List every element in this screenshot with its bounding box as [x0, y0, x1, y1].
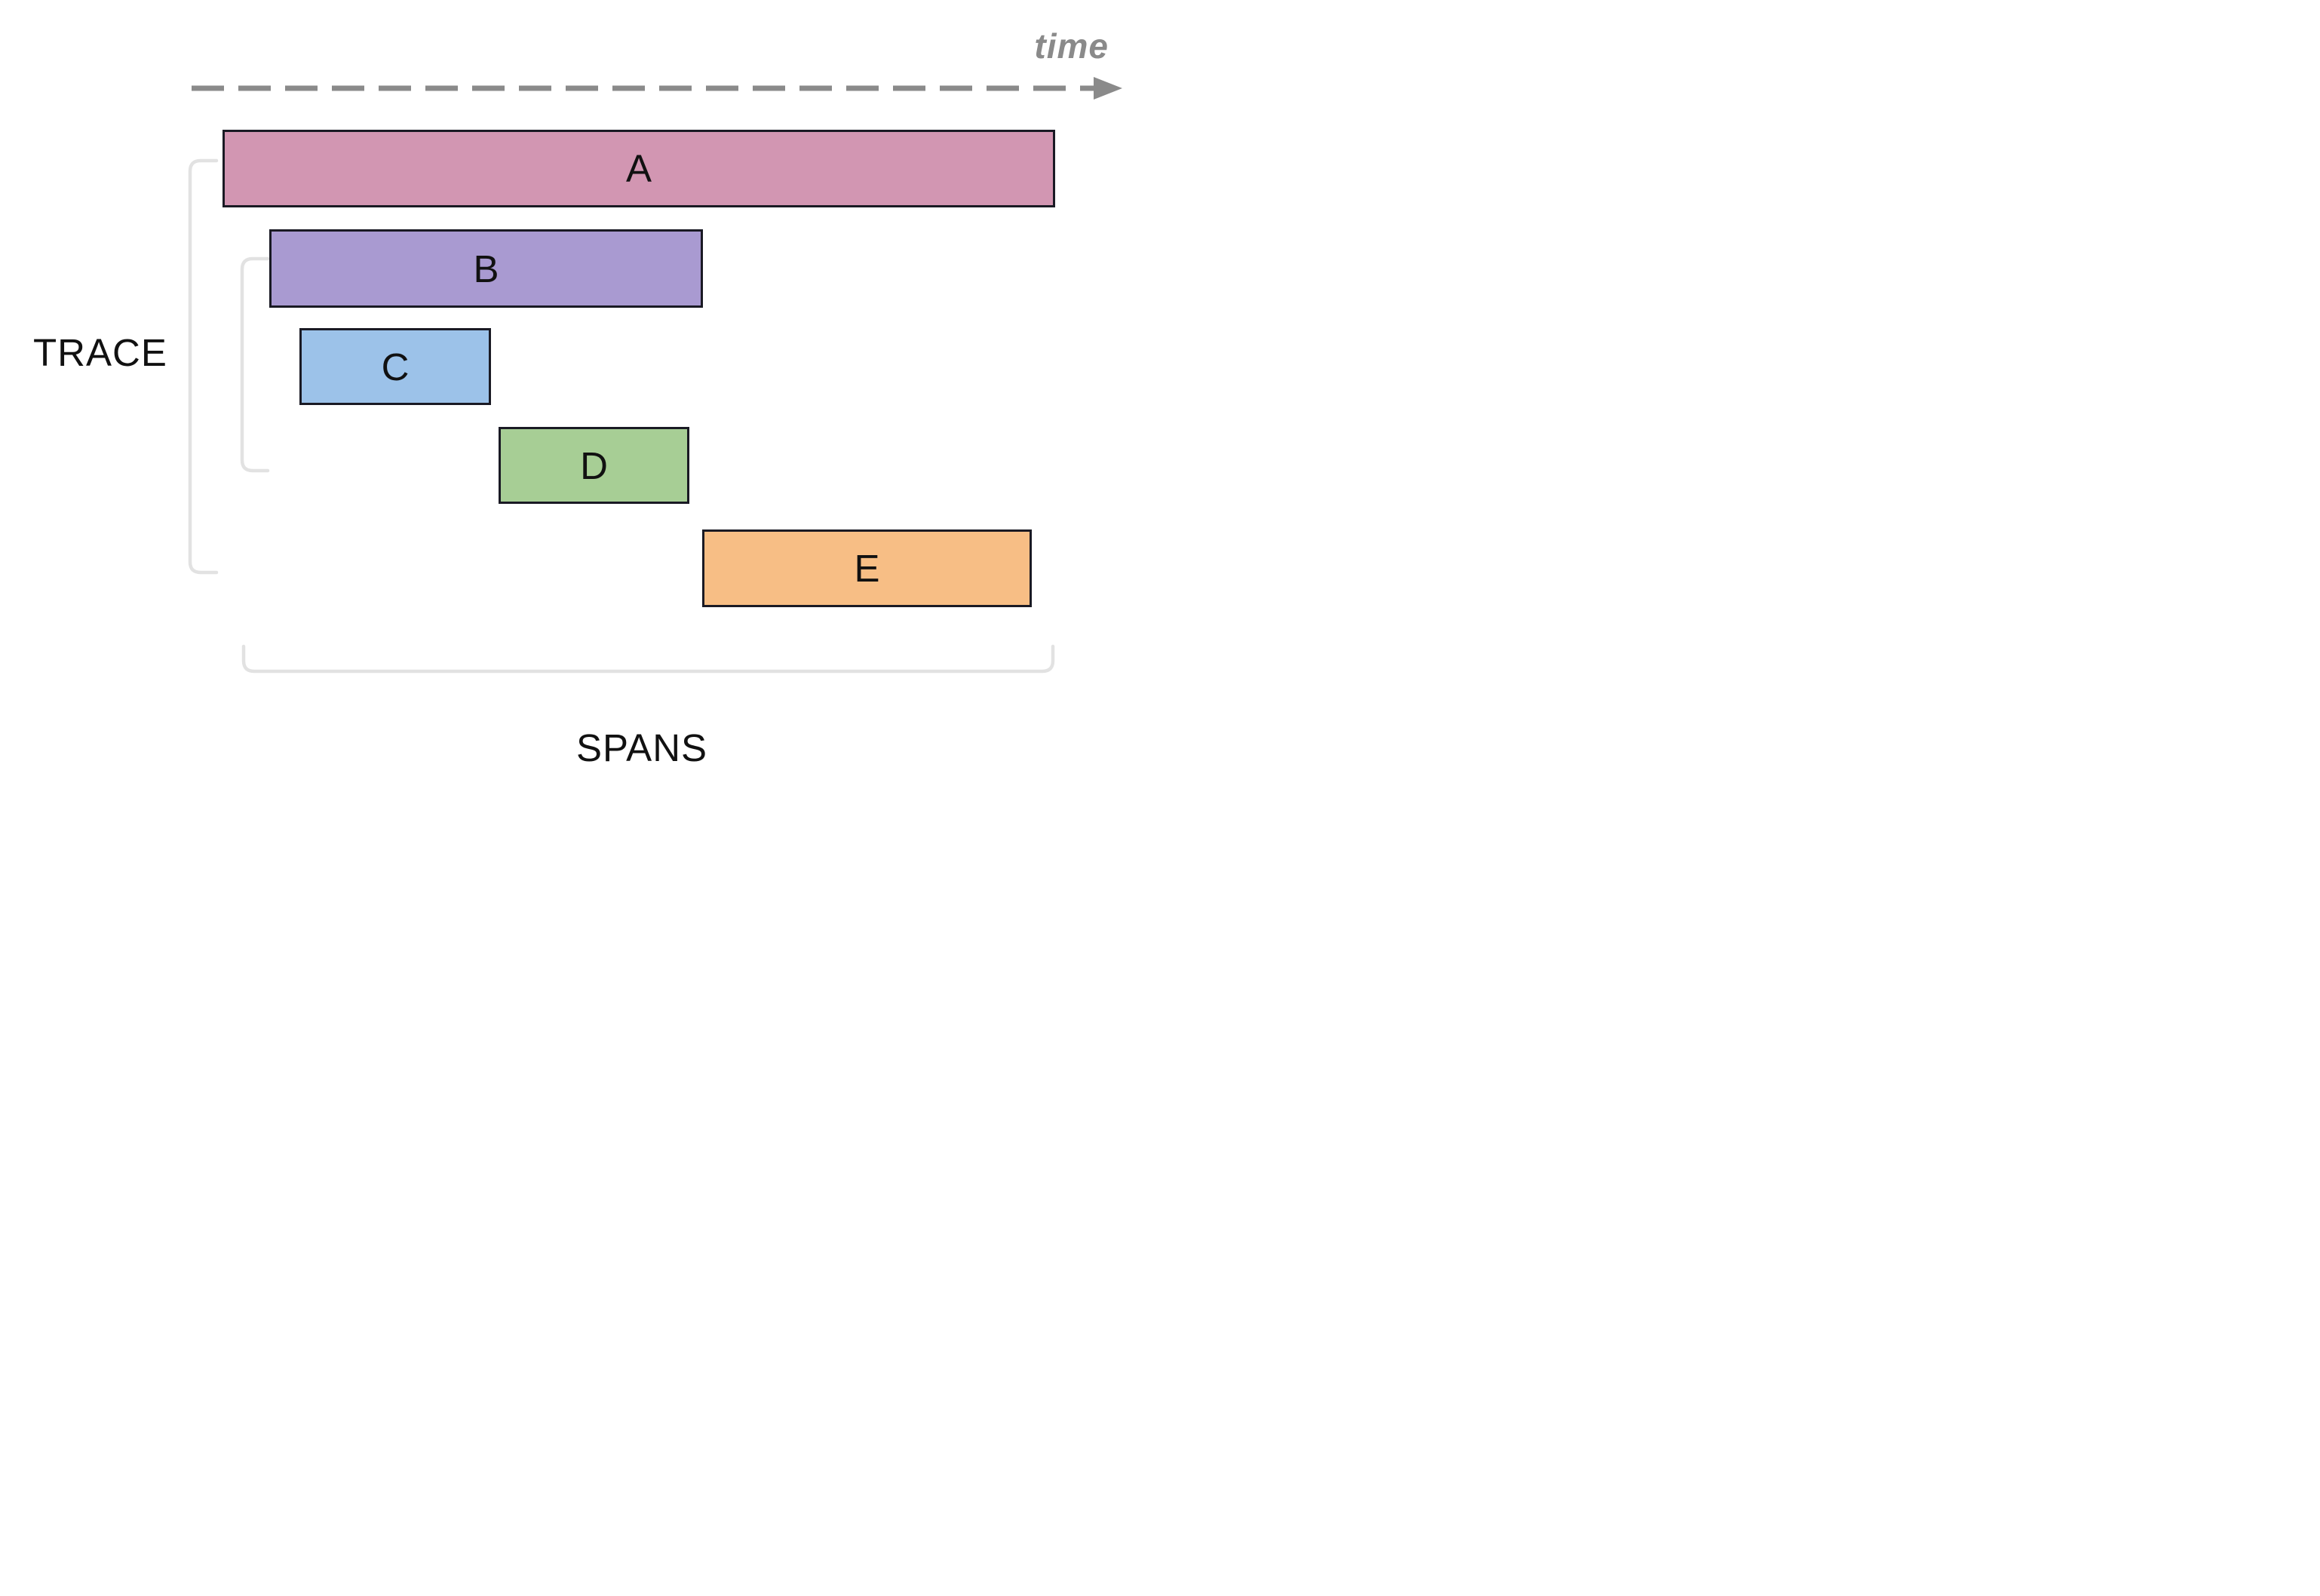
span-bar-d: D [499, 427, 689, 504]
span-label: D [580, 444, 608, 487]
spans-bracket-icon [241, 644, 1055, 674]
trace-bracket-icon [188, 158, 219, 575]
span-bar-e: E [702, 529, 1032, 607]
trace-label: TRACE [33, 331, 167, 374]
span-label: E [854, 547, 880, 590]
child-spans-bracket-icon [240, 256, 270, 473]
span-bar-a: A [222, 130, 1055, 207]
span-label: A [625, 147, 652, 190]
span-label: B [473, 247, 499, 290]
span-label: C [381, 345, 410, 388]
time-axis-label: time [1034, 26, 1109, 66]
diagram-graphics [188, 77, 1122, 674]
time-arrow-icon [192, 77, 1122, 100]
spans-label: SPANS [575, 726, 708, 769]
span-bar-b: B [269, 229, 703, 308]
trace-spans-diagram: time TRACE A B C D E SPANS [0, 0, 1160, 798]
span-bar-c: C [299, 328, 491, 405]
